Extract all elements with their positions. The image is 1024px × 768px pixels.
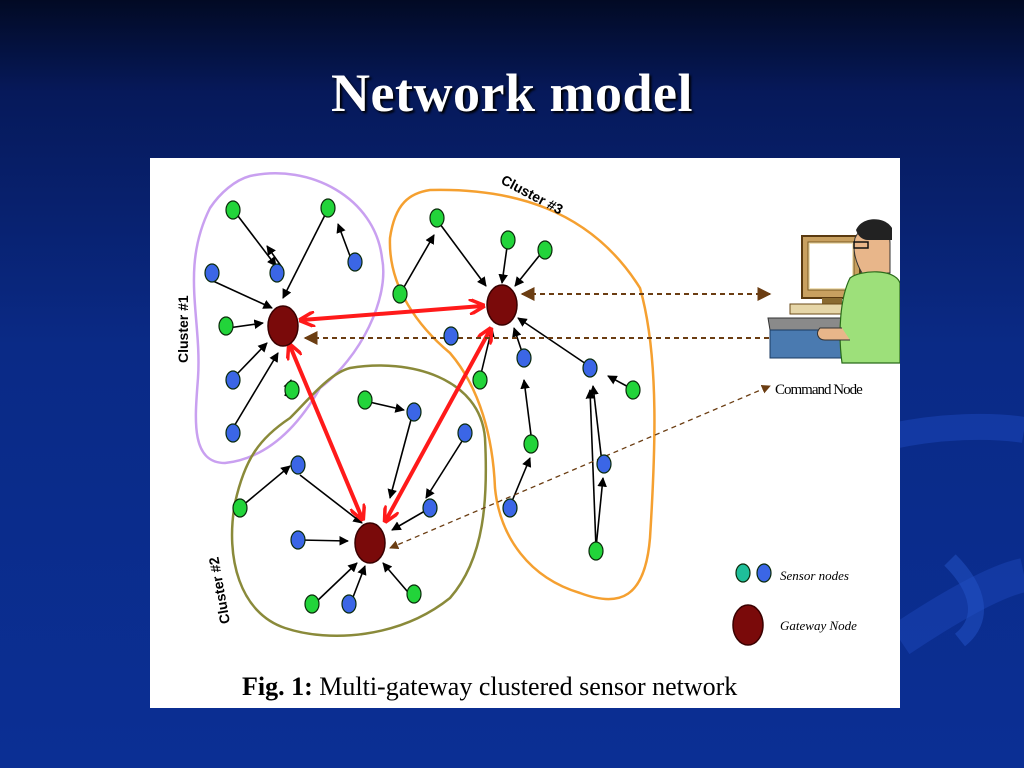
legend-sensor-green-swatch [735,563,751,583]
legend-sensor-blue-swatch [756,563,772,583]
sensor-node [422,498,438,518]
gateway-node-1 [267,305,299,347]
sensor-node [457,423,473,443]
sensor-node [357,390,373,410]
legend-gateway-swatch [732,604,764,646]
cluster-1-label: Cluster #1 [175,295,191,363]
gateway-node-3 [486,284,518,326]
sensor-node [218,316,234,336]
sensor-node [232,498,248,518]
sensor-node [472,370,488,390]
cluster-3-boundary [388,188,656,601]
sensor-node [290,530,306,550]
figure-caption: Fig. 1: Multi-gateway clustered sensor n… [242,672,737,701]
cluster-1-boundary [192,172,385,465]
command-links [303,287,772,549]
sensor-node [290,455,306,475]
cluster-3-label: Cluster #3 [499,172,566,218]
sensor-node [225,200,241,220]
command-node-label: Command Node [775,382,863,398]
sensor-node [304,594,320,614]
sensor-node [392,284,408,304]
sensor-node [596,454,612,474]
sensor-node [225,423,241,443]
legend: Sensor nodes Gateway Node [732,563,857,646]
sensor-node [502,498,518,518]
slide-title: Network model [331,63,693,123]
sensor-node [406,402,422,422]
caption-text: Multi-gateway clustered sensor network [313,672,738,701]
sensor-node [269,263,285,283]
cluster-2-label: Cluster #2 [205,556,233,626]
sensor-node [320,198,336,218]
sensor-node [225,370,241,390]
sensor-node [625,380,641,400]
sensor-node [284,380,300,400]
sensor-node [582,358,598,378]
sensor-node [204,263,220,283]
command-node-icon [767,219,900,364]
sensor-node [516,348,532,368]
sensor-node [537,240,553,260]
sensor-node [523,434,539,454]
network-diagram: Cluster #1 Cluster #2 Cluster #3 [175,172,900,701]
sensor-node [429,208,445,228]
sensor-node [443,326,459,346]
sensor-node [341,594,357,614]
legend-gateway-label: Gateway Node [780,618,857,633]
sensor-node [500,230,516,250]
network-figure: Cluster #1 Cluster #2 Cluster #3 [150,158,900,708]
caption-prefix: Fig. 1: [242,672,313,701]
sensor-node [588,541,604,561]
sensor-node [347,252,363,272]
sensor-node [406,584,422,604]
sensor-nodes [204,198,641,614]
gateway-node-2 [354,522,386,564]
legend-sensor-label: Sensor nodes [780,568,849,583]
